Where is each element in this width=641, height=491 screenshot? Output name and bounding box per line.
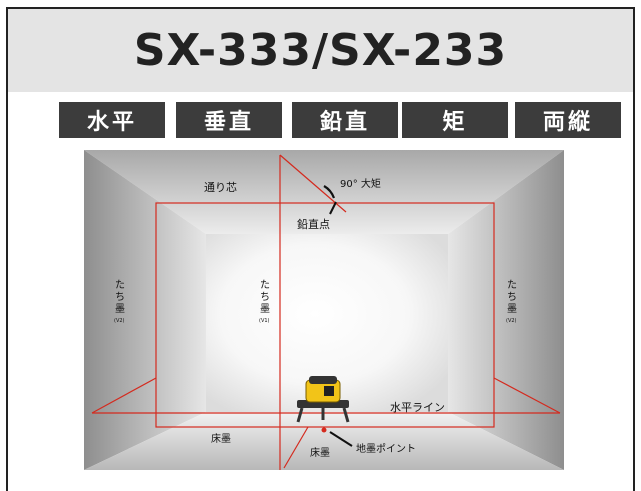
ground-point-dot xyxy=(321,427,327,433)
device-leg-left xyxy=(296,407,304,423)
label-floor-bottom: 床墨 xyxy=(310,446,330,459)
device-leg-right xyxy=(342,407,350,423)
room-diagram: 通り芯 90° 大矩 鉛直点 た ち 墨 (V2) た ち 墨 (V1) た ち… xyxy=(84,150,564,470)
tachi-center-char-1: た xyxy=(260,279,270,291)
mode-badges: 水平 垂直 鉛直 矩 両縦 xyxy=(8,102,633,138)
label-tachi-left: た ち 墨 (V2) xyxy=(114,279,125,324)
badge-vertical: 垂直 xyxy=(176,102,282,138)
tachi-center-char-3: 墨 xyxy=(260,303,270,315)
label-tachi-right: た ち 墨 (V2) xyxy=(506,279,517,324)
tachi-center-sub: (V1) xyxy=(259,318,270,324)
tachi-right-sub: (V2) xyxy=(506,318,517,324)
tachi-right-char-1: た xyxy=(507,279,517,291)
right-wall xyxy=(448,150,564,470)
tachi-left-sub: (V2) xyxy=(114,318,125,324)
product-title: SX-333/SX-233 xyxy=(133,25,508,76)
tachi-right-char-2: ち xyxy=(507,291,517,303)
label-right-angle: 90° 大矩 xyxy=(340,177,381,190)
badge-horizontal: 水平 xyxy=(59,102,165,138)
laser-left-floor xyxy=(91,377,157,414)
tachi-left-char-1: た xyxy=(115,279,125,291)
laser-right-floor xyxy=(493,377,561,414)
badge-square: 矩 xyxy=(402,102,508,138)
tachi-center-char-2: ち xyxy=(260,291,270,303)
plumb-point-arrow xyxy=(329,201,337,215)
laser-frame xyxy=(155,202,495,428)
badge-plumb: 鉛直 xyxy=(292,102,398,138)
ground-point-arrow xyxy=(329,431,353,447)
tachi-left-char-3: 墨 xyxy=(115,303,125,315)
laser-floor-diagonal xyxy=(283,426,309,469)
label-floor-left: 床墨 xyxy=(211,432,231,445)
laser-lines xyxy=(91,154,561,470)
tachi-right-char-3: 墨 xyxy=(507,303,517,315)
room-walls xyxy=(84,150,564,470)
device-top xyxy=(309,376,337,384)
badge-dual-vertical: 両縦 xyxy=(515,102,621,138)
label-tachi-center: た ち 墨 (V1) xyxy=(259,279,270,324)
title-bar: SX-333/SX-233 xyxy=(8,9,633,92)
tachi-left-char-2: ち xyxy=(115,291,125,303)
device-window xyxy=(324,386,334,396)
left-wall xyxy=(84,150,206,470)
right-angle-marker xyxy=(323,185,336,199)
label-toori-shin: 通り芯 xyxy=(204,180,237,194)
label-plumb-point: 鉛直点 xyxy=(297,217,330,231)
label-horizontal-line: 水平ライン xyxy=(390,401,445,414)
label-ground-point: 地墨ポイント xyxy=(356,442,416,455)
laser-level-device xyxy=(296,376,350,423)
ceiling xyxy=(84,150,564,234)
